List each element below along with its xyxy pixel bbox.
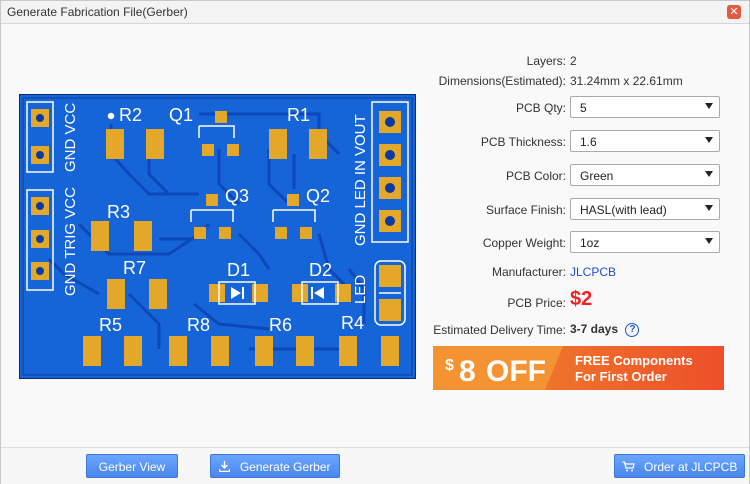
layers-value: 2 xyxy=(570,54,577,68)
promo-line2: For First Order xyxy=(575,369,667,384)
label-led: LED xyxy=(352,275,369,304)
qty-select[interactable]: 5 xyxy=(570,96,720,118)
label-r6: R6 xyxy=(269,315,292,335)
header-left-top xyxy=(26,101,54,173)
close-icon[interactable]: ✕ xyxy=(727,5,741,19)
pcb-board xyxy=(19,94,416,379)
copper-select[interactable]: 1oz xyxy=(570,231,720,253)
label-d1: D1 xyxy=(227,260,250,280)
dimensions-label: Dimensions(Estimated): xyxy=(438,74,566,88)
label-left-top: GND VCC xyxy=(62,103,79,172)
finish-label: Surface Finish: xyxy=(485,203,566,217)
label-q2: Q2 xyxy=(306,186,330,206)
color-label: PCB Color: xyxy=(505,169,566,183)
header-left-bottom xyxy=(26,189,54,291)
label-r2: R2 xyxy=(119,105,142,125)
pcb-outline xyxy=(22,97,413,376)
chevron-down-icon xyxy=(705,205,713,211)
price-value: $2 xyxy=(570,288,593,310)
row-layers: Layers: 2 xyxy=(421,48,741,74)
label-r1: R1 xyxy=(287,105,310,125)
layers-label: Layers: xyxy=(526,54,566,68)
copper-label: Copper Weight: xyxy=(482,236,566,250)
row-thickness: PCB Thickness: 1.6 xyxy=(421,129,741,155)
label-left-bottom: GND TRIG VCC xyxy=(62,187,79,296)
row-qty: PCB Qty: 5 xyxy=(421,95,741,121)
label-r5: R5 xyxy=(99,315,122,335)
dimensions-value: 31.24mm x 22.61mm xyxy=(570,74,683,88)
row-copper: Copper Weight: 1oz xyxy=(421,230,741,256)
promo-line1: FREE Components xyxy=(575,353,693,368)
manufacturer-link[interactable]: JLCPCB xyxy=(570,265,617,279)
price-label: PCB Price: xyxy=(507,296,566,310)
pcb-preview: R2 Q1 R1 R3 Q3 Q2 R7 D1 D2 R5 R8 R6 R4 G… xyxy=(19,94,416,379)
led-footprint xyxy=(374,260,406,326)
manufacturer-label: Manufacturer: xyxy=(491,265,566,279)
delivery-value-wrap: 3-7 days ? xyxy=(570,322,640,337)
finish-select[interactable]: HASL(with lead) xyxy=(570,198,720,220)
promo-amount: 8 xyxy=(459,355,476,388)
chevron-down-icon xyxy=(705,238,713,244)
label-r7: R7 xyxy=(123,258,146,278)
promo-off: OFF xyxy=(486,355,546,388)
label-r4: R4 xyxy=(341,313,364,333)
download-icon xyxy=(219,455,231,479)
promo-left-panel xyxy=(433,346,563,390)
finish-value: HASL(with lead) xyxy=(580,203,667,217)
label-right: GND LED IN VOUT xyxy=(352,114,369,246)
header-right xyxy=(371,101,409,243)
row-manufacturer: Manufacturer: JLCPCB xyxy=(421,259,741,285)
label-d2: D2 xyxy=(309,260,332,280)
chevron-down-icon xyxy=(705,137,713,143)
row-delivery: Estimated Delivery Time: 3-7 days ? xyxy=(421,317,741,343)
label-q1: Q1 xyxy=(169,105,193,125)
title-bar: Generate Fabrication File(Gerber) ✕ xyxy=(1,1,749,24)
row-color: PCB Color: Green xyxy=(421,163,741,189)
dialog-footer: Gerber View Generate Gerber Order at JLC… xyxy=(1,447,749,484)
smd-pads xyxy=(83,111,399,366)
thickness-value: 1.6 xyxy=(580,135,597,149)
window-title: Generate Fabrication File(Gerber) xyxy=(7,5,188,19)
copper-value: 1oz xyxy=(580,236,600,250)
generate-gerber-button[interactable]: Generate Gerber xyxy=(210,454,340,478)
color-select[interactable]: Green xyxy=(570,164,720,186)
order-jlcpcb-button[interactable]: Order at JLCPCB xyxy=(614,454,745,478)
promo-banner[interactable]: $ 8 OFF FREE Components For First Order xyxy=(433,346,724,390)
label-q3: Q3 xyxy=(225,186,249,206)
row-price: PCB Price: $2 xyxy=(421,288,741,316)
order-jlcpcb-label: Order at JLCPCB xyxy=(643,460,738,474)
qty-label: PCB Qty: xyxy=(515,101,566,115)
generate-gerber-label: Generate Gerber xyxy=(239,460,331,474)
gerber-view-label: Gerber View xyxy=(98,460,166,474)
chevron-down-icon xyxy=(705,171,713,177)
color-value: Green xyxy=(580,169,614,183)
row-dimensions: Dimensions(Estimated): 31.24mm x 22.61mm xyxy=(421,68,741,94)
cart-icon xyxy=(622,455,635,479)
thickness-select[interactable]: 1.6 xyxy=(570,130,720,152)
help-icon[interactable]: ? xyxy=(625,322,640,337)
delivery-value: 3-7 days xyxy=(570,322,619,336)
delivery-label: Estimated Delivery Time: xyxy=(433,323,566,337)
qty-value: 5 xyxy=(580,101,587,115)
label-r3: R3 xyxy=(107,202,130,222)
thickness-label: PCB Thickness: xyxy=(480,135,566,149)
promo-dollar: $ xyxy=(445,357,454,374)
chevron-down-icon xyxy=(705,103,713,109)
row-finish: Surface Finish: HASL(with lead) xyxy=(421,197,741,223)
label-r8: R8 xyxy=(187,315,210,335)
gerber-view-button[interactable]: Gerber View xyxy=(86,454,178,478)
